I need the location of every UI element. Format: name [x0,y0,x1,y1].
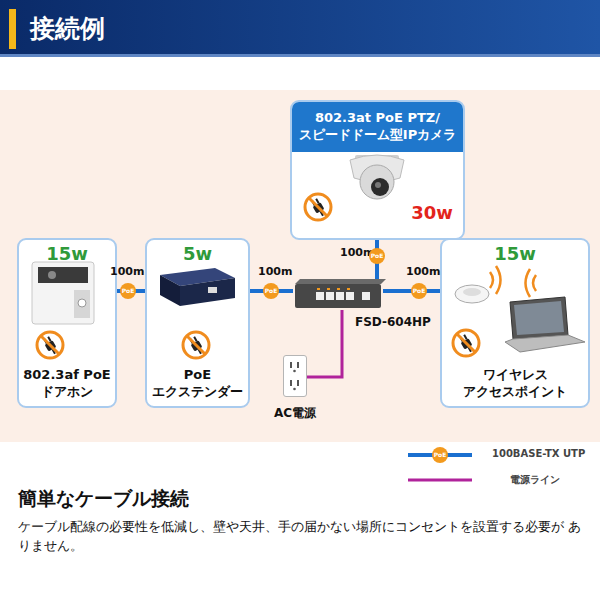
extender-illustration [160,268,235,306]
extender-top [160,268,235,286]
legend-text: 電源ライン [510,473,560,487]
socket-slot [297,380,299,386]
device-box: 15w ワイヤレス アクセスポイント [440,238,590,408]
socket-slot [297,362,299,368]
cable-line [307,310,342,377]
doorphone-panel [74,290,90,318]
socket-slot [290,380,292,386]
outlet-name: AC電源 [274,405,316,422]
power-value: 15w [442,243,588,264]
extender-front [160,275,180,306]
ptz-camera-illustration [350,155,404,199]
diagram-area [0,90,600,442]
switch-model: FSD-604HP [355,315,431,329]
wifi-wave [490,272,493,288]
switch-led [337,288,340,290]
legend-text: 100BASE-TX UTP [492,448,585,459]
switch-port [316,292,324,300]
cable-length: 100m [258,265,292,278]
wifi-wave [533,275,536,291]
poe-marker: PoE [120,283,136,299]
no-outlet-icon [37,332,63,358]
device-heading: 802.3at PoE PTZ/ スピードドーム型IPカメラ [292,102,463,152]
switch-port [362,292,370,300]
device-name: PoE エクステンダー [147,367,248,401]
poe-marker: PoE [432,447,448,463]
camera-mount [355,155,399,161]
switch-port [346,292,354,300]
section-body: ケーブル配線の必要性を低減し、壁や天井、手の届かない場所にコンセントを設置する必… [18,517,593,555]
cable-length: 100m [406,265,440,278]
switch-port [336,292,344,300]
device-name: 802.3af PoE ドアホン [19,367,115,401]
header-stripe [0,54,600,57]
extender-port [208,287,217,293]
poe-marker: PoE [411,283,427,299]
device-box: 802.3at PoE PTZ/ スピードドーム型IPカメラ 30w [290,100,465,240]
switch-led [317,288,320,290]
doorphone-button [78,299,86,307]
legend-line [408,479,472,482]
page-title: 接続例 [30,12,105,45]
power-value: 5w [147,243,248,264]
doorphone-illustration [32,262,94,324]
wifi-wave [496,266,501,294]
poe-marker: PoE [263,283,279,299]
switch-port [326,292,334,300]
wifi-wave [526,269,531,297]
device-box: 15w 802.3af PoE ドアホン [17,238,117,408]
outlet-illustration [290,362,299,390]
switch-top [295,279,386,284]
camera-dome [360,165,394,199]
laptop-display [514,301,564,335]
socket-ground [293,388,296,391]
doorphone-camera-band [38,267,88,283]
camera-housing [350,155,404,182]
switch-body [295,284,381,308]
switch-node: FSD-604HP [293,282,383,310]
extender-side [180,278,235,306]
laptop-screen [510,297,568,339]
switch-led [347,288,350,290]
doorphone-body [32,262,94,324]
header-band [0,0,600,57]
poe-marker: PoE [369,248,385,264]
ap-top [463,288,481,296]
device-name: ワイヤレス アクセスポイント [442,367,588,401]
no-outlet-icon [183,332,209,358]
switch-led [327,288,330,290]
camera-lens [371,178,389,196]
header-accent [9,9,16,49]
ac-outlet: AC電源 [283,355,307,397]
no-outlet-icon [305,194,331,220]
socket-ground [293,370,296,373]
device-box: 5wPoE エクステンダー [145,238,250,408]
laptop-base [505,335,585,352]
switch-illustration [295,279,386,308]
socket-slot [290,362,292,368]
section-heading: 簡単なケーブル接続 [18,486,189,512]
lens-glint [375,182,381,188]
ap-body [455,285,489,303]
power-value: 30w [402,202,462,223]
doorphone-lens [48,271,56,279]
power-value: 15w [19,243,115,264]
no-outlet-icon [453,330,479,356]
cable-length: 100m [110,265,144,278]
access-point-illustration [455,266,585,352]
